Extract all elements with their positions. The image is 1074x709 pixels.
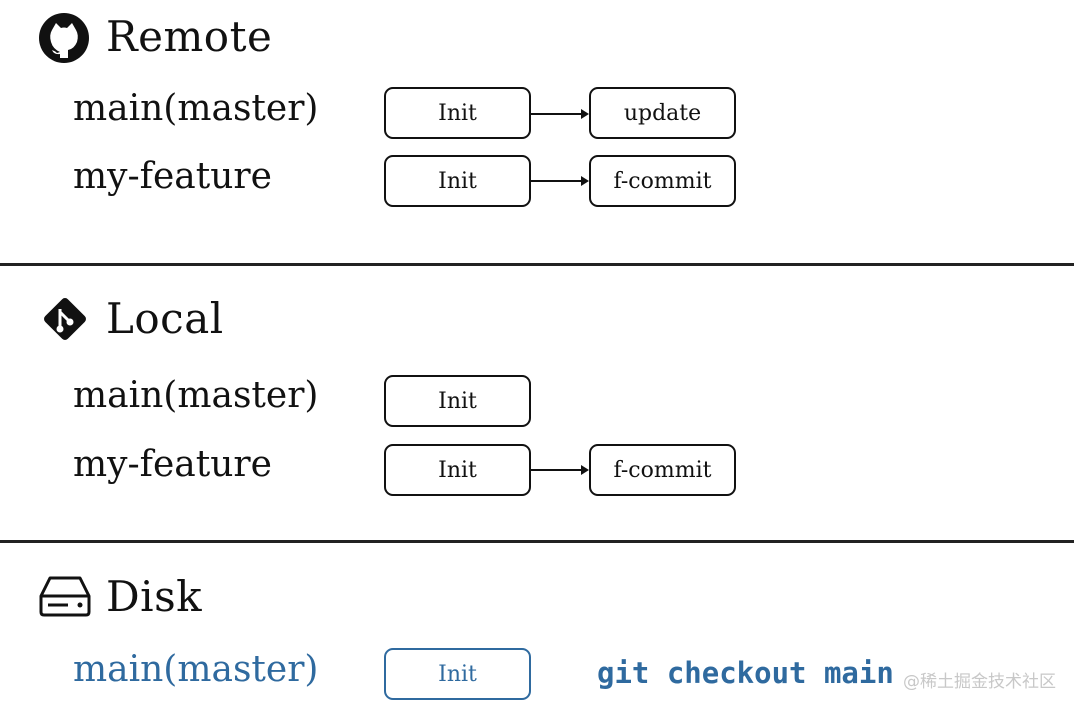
disk-branch-main-label: main(master) xyxy=(73,649,319,690)
watermark: @稀土掘金技术社区 xyxy=(903,672,1056,692)
section-divider xyxy=(0,263,1074,266)
section-divider xyxy=(0,540,1074,543)
remote-main-arrow xyxy=(531,109,589,119)
remote-branch-main-label: main(master) xyxy=(73,88,319,129)
remote-branch-feature-label: my-feature xyxy=(73,156,272,197)
git-command-text: git checkout main xyxy=(597,656,894,690)
remote-section-title: Remote xyxy=(106,12,273,61)
local-branch-feature-label: my-feature xyxy=(73,444,272,485)
remote-feature-commit-init: Init xyxy=(384,155,531,207)
github-icon xyxy=(38,12,90,68)
local-feature-arrow xyxy=(531,465,589,475)
remote-feature-arrow xyxy=(531,176,589,186)
local-main-commit-init: Init xyxy=(384,375,531,427)
disk-main-commit-init: Init xyxy=(384,648,531,700)
local-section-title: Local xyxy=(106,294,224,343)
disk-section-title: Disk xyxy=(106,572,203,621)
local-branch-main-label: main(master) xyxy=(73,375,319,416)
local-feature-commit-init: Init xyxy=(384,444,531,496)
local-feature-commit-f-commit: f-commit xyxy=(589,444,736,496)
hard-drive-icon xyxy=(38,574,92,622)
remote-feature-commit-f-commit: f-commit xyxy=(589,155,736,207)
git-icon xyxy=(38,292,92,350)
remote-main-commit-init: Init xyxy=(384,87,531,139)
remote-main-commit-update: update xyxy=(589,87,736,139)
